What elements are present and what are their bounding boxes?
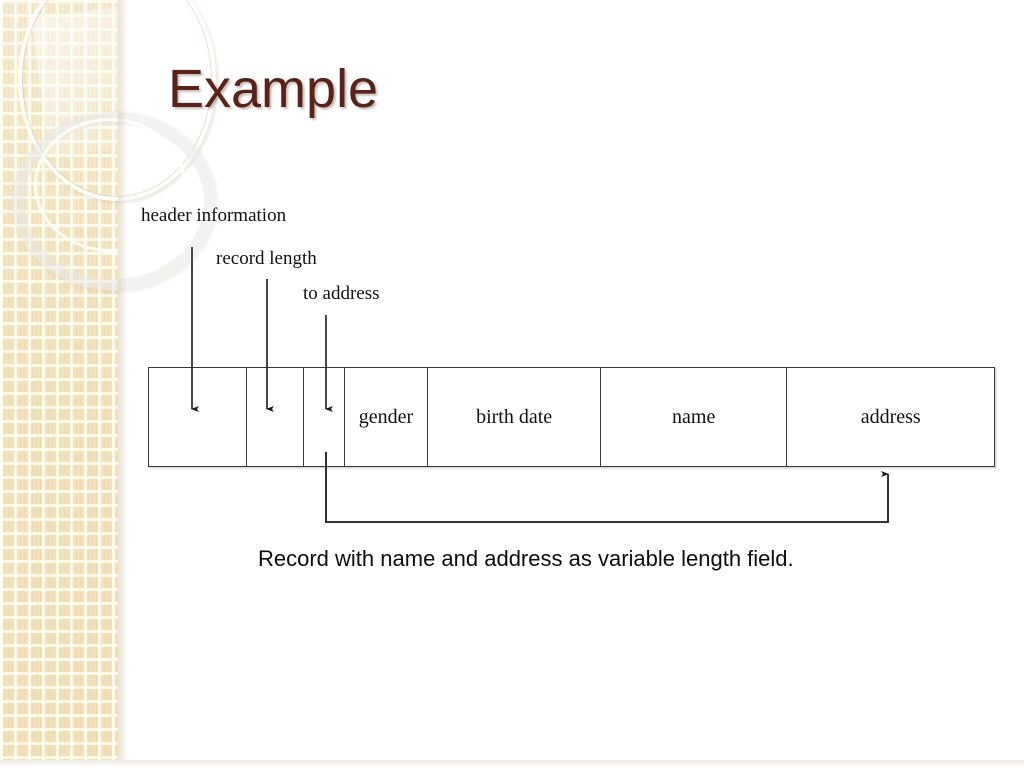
- annotation-label-to-address: to address: [303, 283, 380, 304]
- decorative-sidebar-band: [0, 0, 216, 760]
- record-cell-header-information: [149, 368, 247, 466]
- record-cell-birth-date: birth date: [428, 368, 601, 466]
- diagram-caption: Record with name and address as variable…: [258, 546, 794, 571]
- record-cell-name: name: [601, 368, 788, 466]
- slide-bottom-shadow: [0, 760, 1024, 768]
- ring-outline-small-icon: [34, 118, 186, 252]
- record-cell-address: address: [860, 405, 921, 428]
- annotation-label-record-length: record length: [216, 248, 317, 269]
- record-cell-gender: gender: [345, 368, 429, 466]
- record-cell-to-address: [304, 368, 345, 466]
- record-cell-record-length: [247, 368, 304, 466]
- annotation-label-header-information: header information: [141, 205, 287, 226]
- record-layout-diagram: gender birth date name address: [148, 367, 995, 467]
- page-title: Example: [168, 59, 379, 119]
- sidebar-edge-shadow: [118, 0, 127, 760]
